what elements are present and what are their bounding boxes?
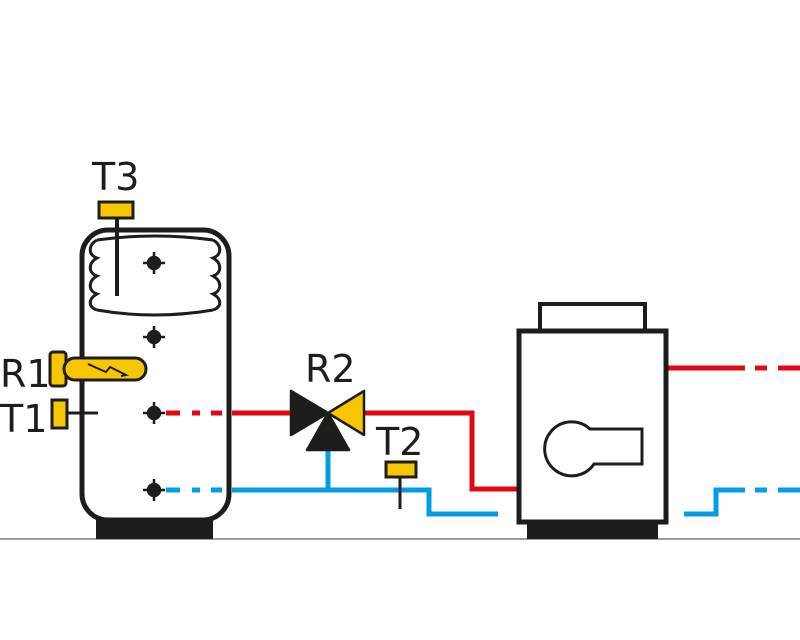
hot-pipe [166,410,519,492]
label-r2: R2 [305,347,356,391]
label-t1: T1 [0,397,47,441]
sensor-t3 [97,200,135,296]
label-t3: T3 [91,155,139,199]
label-r1: R1 [0,352,51,396]
valve-r2 [289,389,366,452]
label-t2: T2 [375,420,423,464]
boiler-body [516,328,669,525]
boiler-top-cap [538,302,647,334]
sensor-t1 [50,398,98,430]
tank-base [96,518,213,539]
tank-port-3 [143,402,165,424]
lightning-icon [87,363,130,377]
heater-r1 [48,350,148,388]
boiler-base [527,521,658,539]
fan-icon [543,420,644,478]
storage-tank [79,227,232,539]
cold-pipe-outgoing [684,487,800,517]
tank-connection-points [143,252,165,501]
boiler [516,302,669,539]
tank-port-2 [143,326,165,348]
tank-port-1 [143,252,165,274]
tank-port-4 [143,479,165,501]
tank-coil [88,234,222,317]
sensor-t2 [384,460,418,509]
